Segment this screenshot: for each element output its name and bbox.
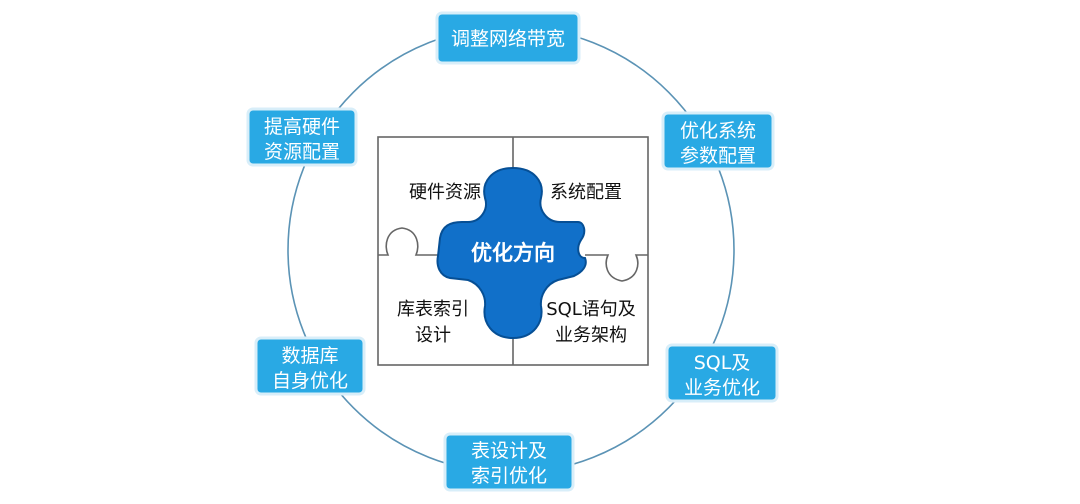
puzzle-label-bottom-left-line1: 库表索引	[397, 299, 469, 320]
ring-box-label-line2: 参数配置	[680, 145, 756, 167]
ring-box-label: 调整网络带宽	[451, 28, 565, 50]
puzzle-divider-left	[378, 227, 440, 256]
ring-box	[254, 336, 366, 396]
ring-item-upper-right: 优化系统 参数配置	[661, 111, 775, 171]
ring-box	[665, 343, 779, 403]
ring-box-label-line1: SQL及	[694, 352, 751, 374]
ring-box-label-line2: 索引优化	[471, 465, 547, 487]
ring-item-lower-left: 数据库 自身优化	[254, 336, 366, 396]
center-label: 优化方向	[471, 241, 555, 265]
puzzle-label-bottom-right-line1: SQL语句及	[546, 299, 636, 320]
ring-box-label-line1: 数据库	[281, 345, 338, 367]
puzzle-label-bottom-right-line2: 业务架构	[555, 325, 627, 346]
ring-box-label-line1: 提高硬件	[264, 116, 340, 138]
ring-box	[246, 107, 358, 167]
ring-box	[443, 432, 575, 492]
ring-item-top: 调整网络带宽	[435, 11, 581, 65]
ring-item-bottom: 表设计及 索引优化	[443, 432, 575, 492]
puzzle-label-top-left: 硬件资源	[409, 182, 481, 203]
ring-box-label-line1: 表设计及	[471, 440, 547, 462]
puzzle-label-bottom-left-line2: 设计	[415, 325, 451, 346]
ring-item-lower-right: SQL及 业务优化	[665, 343, 779, 403]
ring-item-upper-left: 提高硬件 资源配置	[246, 107, 358, 167]
ring-box	[661, 111, 775, 171]
ring-box-label-line2: 业务优化	[684, 377, 760, 399]
ring-box-label-line2: 资源配置	[264, 141, 340, 163]
puzzle-divider-right	[585, 254, 648, 282]
ring-box-label-line1: 优化系统	[680, 120, 756, 142]
puzzle-label-top-right: 系统配置	[550, 182, 622, 203]
center-puzzle-piece	[436, 166, 587, 340]
ring-box-label-line2: 自身优化	[272, 370, 348, 392]
ring-box	[435, 11, 581, 65]
